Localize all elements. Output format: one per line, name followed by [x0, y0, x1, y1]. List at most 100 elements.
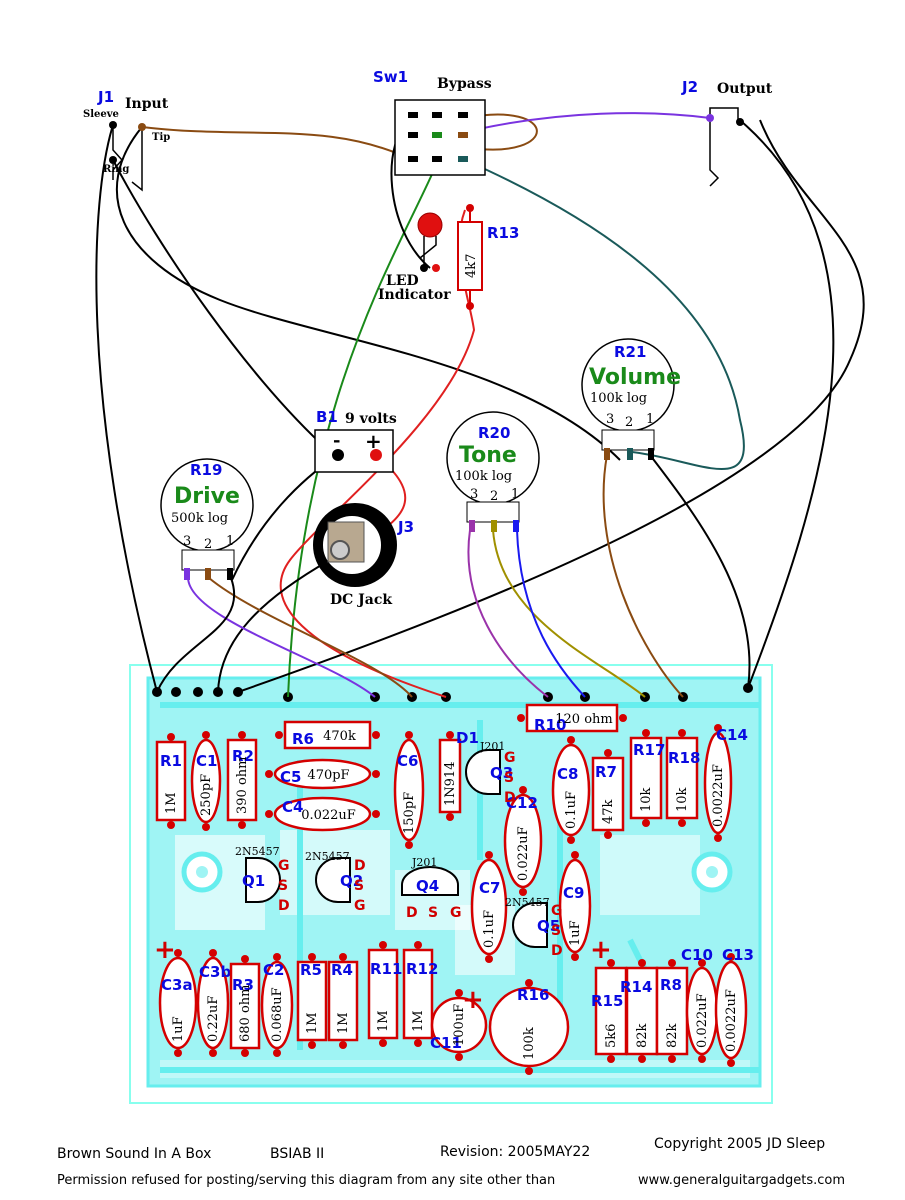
drive-pot: R19 Drive 500k log 3 2 1: [160, 458, 254, 580]
polarity-c11: +: [462, 985, 484, 1015]
part-ref: R7: [595, 763, 617, 781]
part-ref: C9: [563, 884, 584, 902]
transistor-pin: D: [504, 790, 516, 806]
part-pad: [372, 770, 380, 778]
part-pad: [308, 1041, 316, 1049]
part-pad: [604, 831, 612, 839]
led-label-2: Indicator: [378, 287, 451, 303]
tone-pot: R20 Tone 100k log 3 2 1: [446, 411, 540, 532]
part-value: 390 ohm: [235, 757, 250, 814]
tone-ref: R20: [478, 424, 510, 442]
part-value: 470k: [323, 729, 356, 744]
part-value: 680 ohm: [238, 985, 253, 1042]
transistor-pin: D: [406, 905, 418, 921]
part-pad: [241, 1049, 249, 1057]
part-pad: [275, 731, 283, 739]
part-ref: R11: [370, 960, 402, 978]
j2-label: Output: [717, 81, 773, 97]
part-ref: R8: [660, 976, 682, 994]
part-d1: D1 1N914: [438, 729, 479, 821]
part-value: 250pF: [199, 774, 214, 816]
transistor-pin: S: [354, 878, 364, 894]
part-value: 10k: [639, 787, 654, 812]
part-value: 1uF: [171, 1016, 186, 1042]
volume-ref: R21: [614, 343, 646, 361]
part-ref: R2: [232, 747, 254, 765]
b1-ref: B1: [316, 408, 338, 426]
part-ref: C13: [722, 946, 754, 964]
output-jack: J2 Output: [681, 78, 773, 187]
part-value: 0.0022uF: [724, 989, 739, 1052]
transistor-pin: G: [354, 898, 366, 914]
part-c4: C40.022uF: [265, 796, 380, 832]
part-ref: C3a: [161, 976, 193, 994]
footer-title: Brown Sound In A Box: [57, 1146, 211, 1162]
part-value: 0.1uF: [482, 910, 497, 948]
part-value: 1N914: [443, 762, 458, 806]
part-value: 1M: [164, 792, 179, 814]
j3-label: DC Jack: [330, 592, 392, 608]
part-ref: R15: [591, 992, 623, 1010]
drive-ref: R19: [190, 461, 222, 479]
j1-label: Input: [125, 96, 169, 112]
transistor-pin: G: [278, 858, 290, 874]
bypass-switch: Sw1 Bypass: [373, 68, 492, 176]
part-pad: [379, 941, 387, 949]
part-pad: [571, 851, 579, 859]
footer-code: BSIAB II: [270, 1146, 324, 1162]
tone-name: Tone: [459, 443, 517, 468]
drive-pin2: 2: [204, 537, 212, 552]
transistor-ref: Q1: [242, 872, 265, 890]
part-pad: [727, 953, 735, 961]
part-pad: [455, 1053, 463, 1061]
battery-plus: +: [365, 429, 382, 453]
part-pad: [642, 729, 650, 737]
part-ref: R16: [517, 986, 549, 1004]
part-ref: R5: [300, 961, 322, 979]
part-ref: C4: [282, 798, 303, 816]
transistor-pin: G: [504, 750, 516, 766]
sleeve-label: Sleeve: [83, 109, 119, 120]
part-value: 0.068uF: [270, 987, 285, 1042]
part-pad: [698, 1055, 706, 1063]
footer-site: www.generalguitargadgets.com: [638, 1173, 845, 1188]
transistor-type: 2N5457: [305, 850, 350, 863]
part-value: 1M: [411, 1010, 426, 1032]
part-ref: C14: [716, 726, 748, 744]
part-ref: R14: [620, 978, 652, 996]
part-pad: [619, 714, 627, 722]
part-ref: R6: [292, 730, 314, 748]
part-ref: C3b: [199, 963, 231, 981]
part-value: 82k: [635, 1023, 650, 1048]
part-pad: [273, 1049, 281, 1057]
volume-pin2: 2: [625, 415, 633, 430]
part-ref: C12: [506, 794, 538, 812]
part-ref: D1: [456, 729, 479, 747]
part-pad: [714, 834, 722, 842]
volume-value: 100k log: [590, 391, 647, 406]
part-pad: [209, 949, 217, 957]
part-pad: [414, 941, 422, 949]
sw1-ref: Sw1: [373, 68, 408, 86]
j1-ref: J1: [97, 88, 114, 106]
r13-value: 4k7: [464, 254, 479, 278]
part-value: 0.22uF: [206, 996, 221, 1042]
polarity-c3a: +: [154, 935, 176, 965]
part-pad: [273, 953, 281, 961]
part-c8: C80.1uF: [551, 736, 591, 844]
part-pad: [607, 959, 615, 967]
part-pad: [174, 949, 182, 957]
part-pad: [174, 1049, 182, 1057]
